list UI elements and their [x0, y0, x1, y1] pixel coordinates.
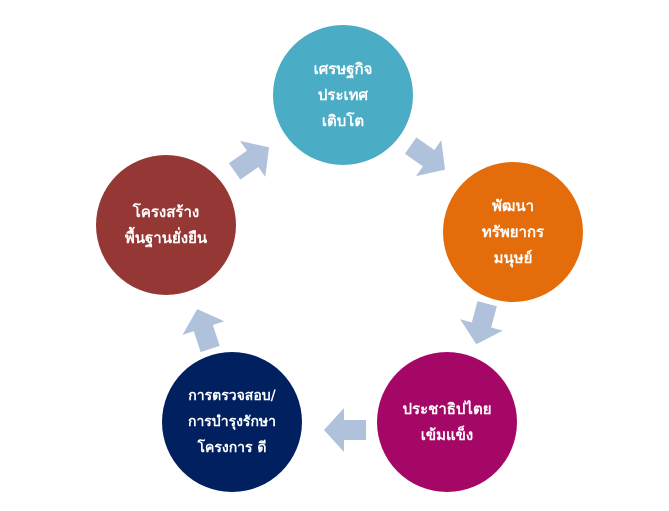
node-label: ประชาธิปไตย: [402, 400, 492, 418]
arrow-audit-to-infrastructure: [176, 302, 232, 356]
node-label: พัฒนา: [491, 197, 535, 215]
node-label: โครงการ ดี: [197, 440, 267, 456]
node-label: ทรัพยากร: [481, 223, 545, 241]
node-audit: การตรวจสอบ/ การบำรุงรักษา โครงการ ดี: [162, 352, 302, 492]
arrow-economy-to-hr: [397, 127, 458, 188]
node-label: โครงสร้าง: [132, 203, 200, 221]
node-democracy: ประชาธิปไตย เข้มแข็ง: [377, 352, 517, 492]
node-label: การบำรุงรักษา: [187, 414, 277, 430]
node-human-resources: พัฒนา ทรัพยากร มนุษย์: [443, 162, 583, 302]
node-label: เข้มแข็ง: [420, 426, 474, 444]
node-label: มนุษย์: [493, 249, 533, 267]
node-economy: เศรษฐกิจ ประเทศ เติบโต: [273, 25, 413, 165]
node-label: การตรวจสอบ/: [188, 388, 276, 404]
node-label: ประเทศ: [317, 86, 369, 104]
node-label: พื้นฐานยั่งยืน: [124, 229, 208, 247]
arrow-democracy-to-audit: [324, 408, 366, 452]
node-label: เติบโต: [321, 112, 365, 130]
node-infrastructure: โครงสร้าง พื้นฐานยั่งยืน: [96, 155, 236, 295]
arrow-infrastructure-to-economy: [221, 129, 282, 190]
arrow-hr-to-democracy: [455, 297, 509, 350]
node-label: เศรษฐกิจ: [313, 60, 373, 78]
